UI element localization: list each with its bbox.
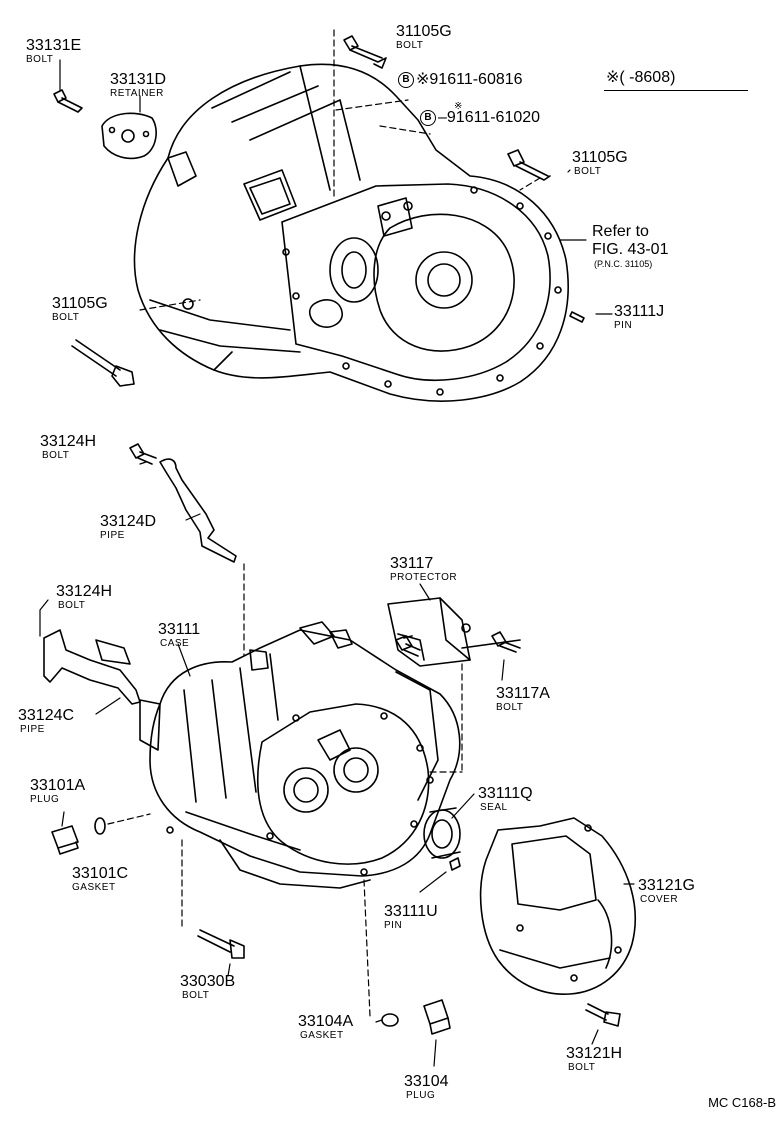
part-name-bolt: BOLT xyxy=(568,1062,596,1073)
part-number-31105G-left[interactable]: 31105G xyxy=(52,295,108,312)
part-name-bolt: BOLT xyxy=(396,40,424,51)
part-name-gasket: GASKET xyxy=(300,1030,344,1041)
diagram-code: MC C168-B xyxy=(708,1095,776,1110)
upper-fasteners xyxy=(53,35,585,387)
date-range-note: ※( -8608) xyxy=(606,69,676,86)
part-name-retainer: RETAINER xyxy=(110,88,164,99)
part-number-33030B[interactable]: 33030B xyxy=(180,973,236,990)
part-name-case: CASE xyxy=(160,638,190,649)
part-number-33131E[interactable]: 33131E xyxy=(26,37,82,54)
part-number-33111U[interactable]: 33111U xyxy=(384,903,438,920)
part-name-plug: PLUG xyxy=(406,1090,436,1101)
part-name-pipe: PIPE xyxy=(20,724,45,735)
part-name-protector: PROTECTOR xyxy=(390,572,458,583)
part-name-bolt: BOLT xyxy=(26,54,54,65)
part-number-33111Q[interactable]: 33111Q xyxy=(478,785,533,802)
transaxle-case-illustration xyxy=(139,621,461,889)
part-number-33124C[interactable]: 33124C xyxy=(18,707,75,724)
part-number-33124H-top[interactable]: 33124H xyxy=(40,433,97,450)
part-number-33117A[interactable]: 33117A xyxy=(496,685,550,702)
part-name-plug: PLUG xyxy=(30,794,60,805)
clutch-housing-illustration xyxy=(133,63,569,402)
part-name-pipe: PIPE xyxy=(100,530,125,541)
standard-part-b-icon: B xyxy=(420,110,436,126)
part-name-cover: COVER xyxy=(640,894,679,905)
lower-guides xyxy=(39,461,635,1067)
part-number-33121G[interactable]: 33121G xyxy=(638,877,695,894)
part-name-bolt: BOLT xyxy=(574,166,602,177)
part-number-33101A[interactable]: 33101A xyxy=(30,777,86,794)
part-name-bolt: BOLT xyxy=(496,702,524,713)
note-underline xyxy=(604,90,748,91)
asterisk-mark: ※ xyxy=(454,101,463,112)
part-number-33124H-left[interactable]: 33124H xyxy=(56,583,113,600)
part-number-31105G-right[interactable]: 31105G xyxy=(572,149,628,166)
part-name-seal: SEAL xyxy=(480,802,508,813)
part-number-91611-60816[interactable]: B※91611-60816 xyxy=(398,72,523,88)
part-number-33117[interactable]: 33117 xyxy=(390,555,434,572)
part-name-gasket: GASKET xyxy=(72,882,116,893)
part-number-33124D[interactable]: 33124D xyxy=(100,513,157,530)
part-number-33111[interactable]: 33111 xyxy=(158,621,201,638)
part-number-33111J[interactable]: 33111J xyxy=(614,303,665,320)
part-number-33104[interactable]: 33104 xyxy=(404,1073,449,1090)
part-name-bolt: BOLT xyxy=(58,600,86,611)
reference-line3: (P.N.C. 31105) xyxy=(594,259,653,269)
part-name-bolt: BOLT xyxy=(42,450,70,461)
part-number-33101C[interactable]: 33101C xyxy=(72,865,129,882)
part-name-bolt: BOLT xyxy=(52,312,80,323)
asterisk-mark: ※ xyxy=(416,71,430,89)
part-number-33121H[interactable]: 33121H xyxy=(566,1045,623,1062)
part-name-bolt: BOLT xyxy=(182,990,210,1001)
part-name-pin: PIN xyxy=(384,920,403,931)
upper-guides xyxy=(59,29,613,315)
part-name-pin: PIN xyxy=(614,320,633,331)
part-number-91611-61020[interactable]: B–91611-61020 xyxy=(420,110,540,126)
lower-fasteners xyxy=(43,443,621,1035)
reference-line2: FIG. 43-01 xyxy=(592,241,669,258)
part-number-31105G-top[interactable]: 31105G xyxy=(396,23,452,40)
cover-illustration xyxy=(479,817,636,995)
part-number-33131D[interactable]: 33131D xyxy=(110,71,167,88)
part-number-33104A[interactable]: 33104A xyxy=(298,1013,354,1030)
reference-line1: Refer to xyxy=(592,223,649,240)
standard-part-b-icon: B xyxy=(398,72,414,88)
